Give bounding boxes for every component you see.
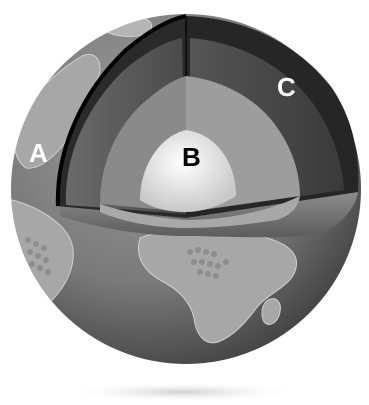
label-a: A (29, 138, 48, 168)
continent-europe (92, 16, 152, 37)
ground-shadow (63, 382, 303, 402)
label-b: B (182, 142, 201, 172)
label-c: C (277, 72, 296, 102)
